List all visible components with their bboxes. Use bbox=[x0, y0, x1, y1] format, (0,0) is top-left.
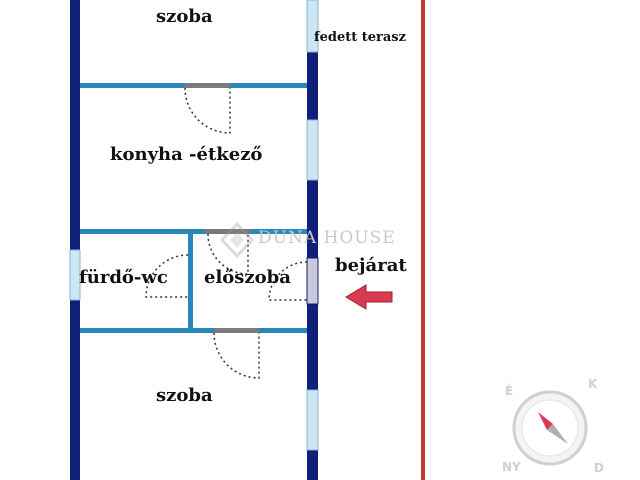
compass-north-label: É bbox=[505, 384, 514, 398]
compass-icon bbox=[512, 390, 588, 466]
compass-east-label: K bbox=[588, 377, 598, 391]
compass-west-label: NY bbox=[502, 460, 521, 474]
room-label-bottom-room: szoba bbox=[156, 385, 213, 406]
room-label-hall: előszoba bbox=[204, 267, 291, 288]
room-label-top-room: szoba bbox=[156, 6, 213, 27]
terrace-boundary-line bbox=[421, 0, 425, 480]
covered-terrace-label: fedett terasz bbox=[314, 30, 407, 45]
outer-wall-left bbox=[70, 0, 80, 480]
watermark-logo-icon bbox=[219, 221, 255, 259]
door-swings bbox=[145, 87, 308, 379]
watermark-text: DUNA HOUSE bbox=[258, 228, 396, 248]
compass-south-label: D bbox=[594, 461, 604, 475]
entrance-label: bejárat bbox=[335, 255, 407, 276]
door-openings bbox=[185, 83, 259, 333]
entrance-arrow bbox=[345, 284, 393, 310]
entrance-door bbox=[306, 257, 319, 305]
room-label-kitchen: konyha -étkező bbox=[110, 144, 263, 165]
partition-walls bbox=[80, 83, 307, 333]
room-label-bathroom: fürdő-wc bbox=[79, 267, 168, 288]
windows bbox=[69, 0, 319, 451]
outer-wall-right bbox=[307, 0, 318, 480]
